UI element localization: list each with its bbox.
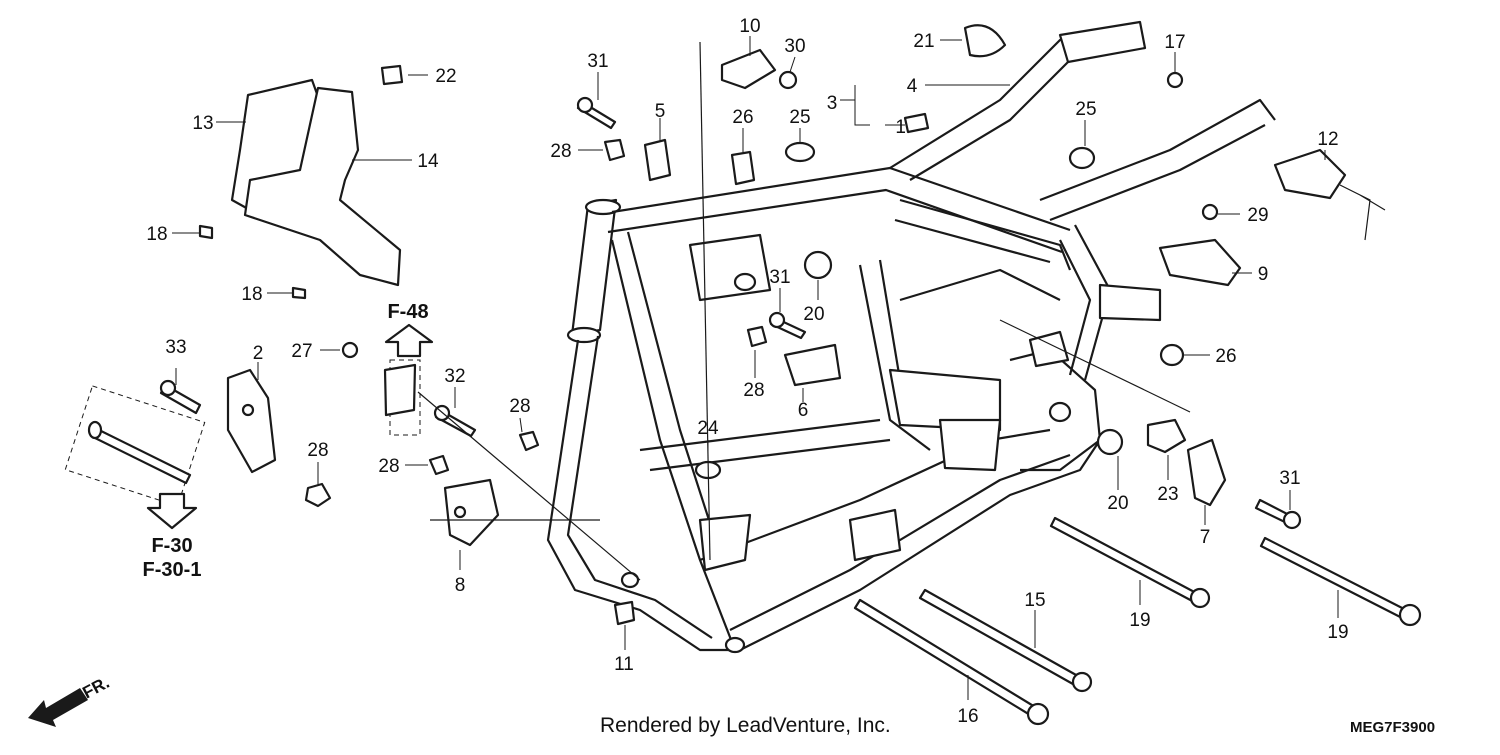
callout-20b: 20 xyxy=(1107,493,1128,514)
front-arrow-icon xyxy=(28,688,88,727)
bolt-31-right xyxy=(1254,498,1302,530)
clip-26-right xyxy=(1159,343,1185,367)
ref-arrow-up xyxy=(384,323,434,358)
callout-18b: 18 xyxy=(241,284,262,305)
callout-26a: 26 xyxy=(732,107,753,128)
callout-28d: 28 xyxy=(550,141,571,162)
reference-labels: F-48 F-30 F-30-1 FR. xyxy=(79,301,428,702)
callout-33: 33 xyxy=(165,337,186,358)
callout-28e: 28 xyxy=(743,380,764,401)
callout-31a: 31 xyxy=(587,51,608,72)
clip-23 xyxy=(1146,418,1187,454)
ref-f30[interactable]: F-30 xyxy=(151,535,192,557)
callout-2: 2 xyxy=(253,343,264,364)
callout-23: 23 xyxy=(1157,484,1178,505)
callout-9: 9 xyxy=(1258,264,1269,285)
bracket-7 xyxy=(1186,438,1227,507)
callout-32: 32 xyxy=(444,366,465,387)
callout-21: 21 xyxy=(913,31,934,52)
bolt-32 xyxy=(433,404,477,438)
callout-10: 10 xyxy=(739,16,760,37)
callout-22: 22 xyxy=(435,66,456,87)
bracket-10 xyxy=(720,48,777,90)
switch-12 xyxy=(1273,148,1386,241)
clip-26-top xyxy=(730,150,756,186)
callout-26b: 26 xyxy=(1215,346,1236,367)
bolt-31-top xyxy=(576,96,617,130)
callout-12: 12 xyxy=(1317,129,1338,150)
clamp-21 xyxy=(963,24,1007,58)
long-bolt-19b xyxy=(1259,536,1422,627)
bolt-31-mid xyxy=(768,311,807,340)
callout-30: 30 xyxy=(784,36,805,57)
callout-labels: 1 2 3 4 5 6 7 8 9 10 11 12 13 14 15 16 1… xyxy=(146,16,1348,727)
nut-28-mid xyxy=(428,430,540,476)
callout-31b: 31 xyxy=(769,267,790,288)
callout-11: 11 xyxy=(614,654,634,675)
ref-f30-1[interactable]: F-30-1 xyxy=(143,559,202,581)
diagram-code: MEG7F3900 xyxy=(1350,719,1435,736)
callout-15: 15 xyxy=(1024,590,1045,611)
callout-28a: 28 xyxy=(307,440,328,461)
bracket-27-group xyxy=(341,341,421,436)
grommet-20-mid xyxy=(803,250,833,280)
callout-14: 14 xyxy=(417,151,439,172)
mount-bolt-f30 xyxy=(64,385,206,507)
engine-hanger-bracket-2 xyxy=(226,368,277,474)
callout-5: 5 xyxy=(655,101,666,122)
callout-25b: 25 xyxy=(1075,99,1096,120)
callout-27: 27 xyxy=(291,341,312,362)
plate-8 xyxy=(443,478,500,547)
bolt-17 xyxy=(1166,71,1184,89)
bolt-30 xyxy=(778,70,798,90)
callout-25a: 25 xyxy=(789,107,810,128)
screw-18a xyxy=(198,224,214,240)
bracket-5 xyxy=(643,138,672,182)
callout-24: 24 xyxy=(697,418,719,439)
callout-17: 17 xyxy=(1164,32,1185,53)
long-bolt-15 xyxy=(918,588,1093,693)
callout-31c: 31 xyxy=(1279,468,1300,489)
callout-28c: 28 xyxy=(378,456,399,477)
callout-4: 4 xyxy=(907,76,918,97)
long-bolt-19a xyxy=(1049,516,1211,609)
callout-6: 6 xyxy=(798,400,809,421)
callout-29: 29 xyxy=(1247,205,1268,226)
callout-7: 7 xyxy=(1200,527,1211,548)
footer: Rendered by LeadVenture, Inc. MEG7F3900 xyxy=(600,714,1435,737)
callout-19a: 19 xyxy=(1129,610,1150,631)
plate-6 xyxy=(783,343,842,387)
long-bolt-16 xyxy=(853,598,1050,726)
clip-25-top xyxy=(784,141,816,163)
nut-28-center xyxy=(746,325,768,348)
callout-19b: 19 xyxy=(1327,622,1348,643)
callout-8: 8 xyxy=(455,575,466,596)
bolt-29 xyxy=(1201,203,1219,221)
callout-16: 16 xyxy=(957,706,978,727)
nut-28-left xyxy=(304,482,332,508)
callout-13: 13 xyxy=(192,113,213,134)
side-cover-left xyxy=(230,78,402,287)
frame-body xyxy=(546,20,1276,654)
ref-f48[interactable]: F-48 xyxy=(387,301,428,323)
callout-20a: 20 xyxy=(803,304,824,325)
callout-3: 3 xyxy=(827,93,838,114)
bolt-33 xyxy=(159,379,202,415)
leader-lines xyxy=(172,36,1339,700)
collar-22 xyxy=(380,64,404,86)
callout-18a: 18 xyxy=(146,224,167,245)
credit-text: Rendered by LeadVenture, Inc. xyxy=(600,714,891,737)
clip-25-right xyxy=(1068,146,1096,170)
bracket-9 xyxy=(1158,238,1242,287)
callout-28b: 28 xyxy=(509,396,530,417)
screw-18b xyxy=(291,286,307,300)
callout-1: 1 xyxy=(895,117,906,138)
nut-28-top xyxy=(603,138,626,162)
grommet-20-right xyxy=(1096,428,1124,456)
collar-11 xyxy=(613,600,636,626)
ref-arrow-down xyxy=(146,492,198,530)
collar-1 xyxy=(903,112,930,134)
